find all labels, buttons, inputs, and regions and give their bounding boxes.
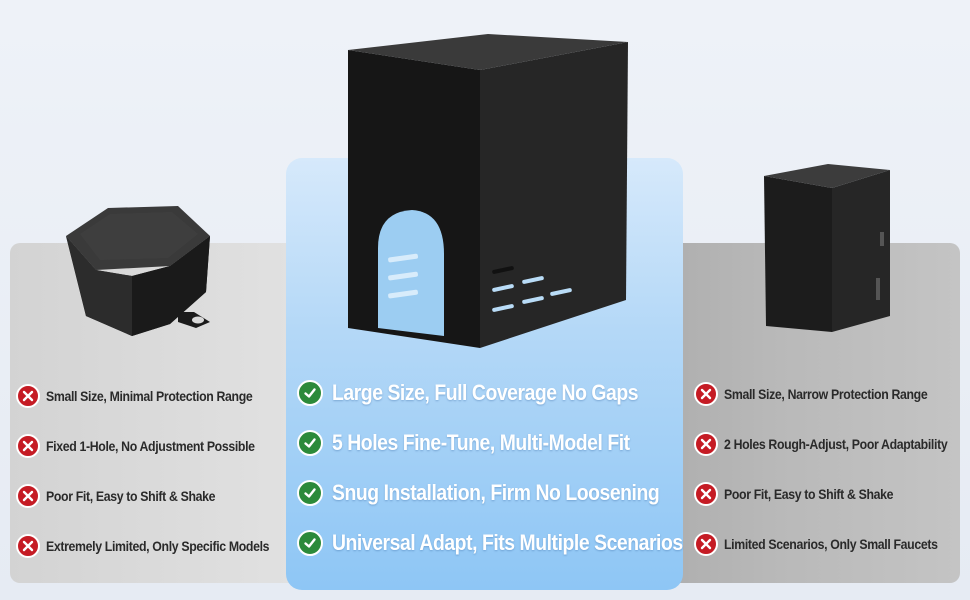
x-cross-icon: [694, 532, 718, 556]
left-feature-label: Small Size, Minimal Protection Range: [46, 388, 253, 404]
x-cross-icon: [16, 434, 40, 458]
check-icon: [297, 380, 323, 406]
small-box-cover-image: [764, 164, 890, 332]
right-feature-label: Small Size, Narrow Protection Range: [724, 386, 928, 402]
left-feature-label: Extremely Limited, Only Specific Models: [46, 538, 270, 554]
center-feature-label: Large Size, Full Coverage No Gaps: [332, 380, 639, 405]
center-feature-label: Universal Adapt, Fits Multiple Scenarios: [332, 530, 683, 555]
x-cross-icon: [694, 432, 718, 456]
check-icon: [297, 430, 323, 456]
hexagonal-cover-image: [66, 206, 210, 336]
center-feature-label: Snug Installation, Firm No Loosening: [332, 480, 660, 505]
x-cross-icon: [694, 382, 718, 406]
right-feature-item: Small Size, Narrow Protection Range: [694, 382, 955, 406]
left-feature-label: Fixed 1-Hole, No Adjustment Possible: [46, 438, 255, 454]
center-feature-item: Universal Adapt, Fits Multiple Scenarios: [297, 530, 731, 556]
left-feature-item: Fixed 1-Hole, No Adjustment Possible: [16, 434, 283, 458]
center-feature-item: 5 Holes Fine-Tune, Multi-Model Fit: [297, 430, 670, 456]
x-cross-icon: [694, 482, 718, 506]
large-box-cover-image: [348, 34, 628, 348]
left-feature-item: Small Size, Minimal Protection Range: [16, 384, 281, 408]
center-feature-label: 5 Holes Fine-Tune, Multi-Model Fit: [332, 430, 630, 455]
left-feature-item: Extremely Limited, Only Specific Models: [16, 534, 300, 558]
right-feature-item: Poor Fit, Easy to Shift & Shake: [694, 482, 916, 506]
check-icon: [297, 480, 323, 506]
check-icon: [297, 530, 323, 556]
center-feature-item: Large Size, Full Coverage No Gaps: [297, 380, 680, 406]
left-feature-label: Poor Fit, Easy to Shift & Shake: [46, 488, 216, 504]
left-feature-item: Poor Fit, Easy to Shift & Shake: [16, 484, 238, 508]
center-feature-item: Snug Installation, Firm No Loosening: [297, 480, 704, 506]
right-feature-item: Limited Scenarios, Only Small Faucets: [694, 532, 967, 556]
right-feature-item: 2 Holes Rough-Adjust, Poor Adaptability: [694, 432, 970, 456]
right-feature-label: Limited Scenarios, Only Small Faucets: [724, 536, 938, 552]
right-feature-label: 2 Holes Rough-Adjust, Poor Adaptability: [724, 436, 948, 452]
x-cross-icon: [16, 384, 40, 408]
right-feature-label: Poor Fit, Easy to Shift & Shake: [724, 486, 894, 502]
x-cross-icon: [16, 534, 40, 558]
x-cross-icon: [16, 484, 40, 508]
